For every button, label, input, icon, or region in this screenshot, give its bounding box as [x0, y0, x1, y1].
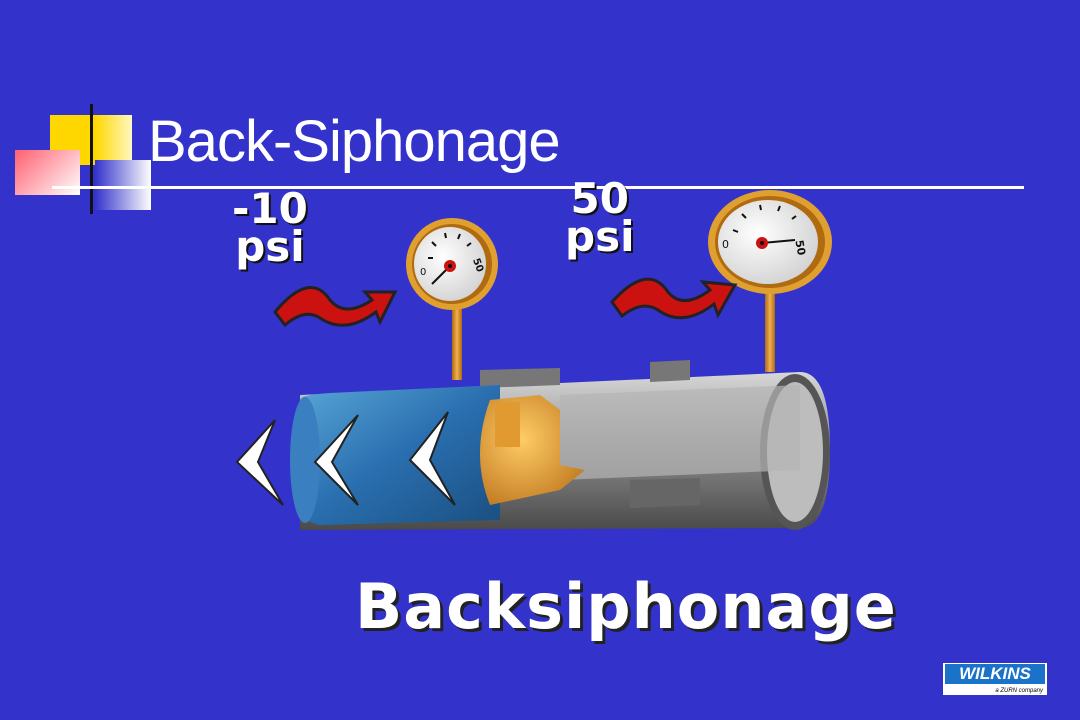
wilkins-logo: WILKINS a ZURN company: [943, 663, 1047, 695]
chevron-left-icon: [313, 414, 359, 506]
gauge-1-stem: [452, 300, 462, 380]
gauge-2-dial-min-label: 0: [722, 238, 729, 251]
title-vertical-rule: [90, 104, 93, 214]
flow-direction-chevrons: [235, 411, 456, 506]
title-underline: [52, 186, 1024, 189]
gauge-2-dial-max-label: 50: [792, 239, 808, 257]
gauge-1-pressure-label: -10 psi: [232, 184, 308, 271]
gauge-2-pressure-label: 50 psi: [565, 174, 635, 261]
slide-title: Back-Siphonage: [148, 109, 561, 174]
gauge-2-pressure-unit: psi: [565, 211, 635, 261]
logo-tagline: a ZURN company: [995, 688, 1043, 694]
title-bullet-blue-square: [95, 160, 151, 210]
gauge-1-pointer-arrow: [273, 286, 398, 328]
gauge-1-dial-max-label: 50: [470, 257, 485, 274]
gauge-1-dial-min-label: 0: [420, 267, 426, 278]
gauge-2-stem: [765, 290, 775, 372]
chevron-left-icon: [235, 419, 284, 506]
illustration-caption: Backsiphonage: [355, 570, 897, 643]
gauge-2-pointer-arrow: [610, 277, 738, 320]
gauge-1-pressure-value: -10: [232, 184, 308, 233]
logo-brand: WILKINS: [945, 664, 1045, 684]
gauge-1-pressure-unit: psi: [235, 221, 305, 271]
check-valve: [480, 395, 585, 505]
gauge-2-pressure-value: 50: [570, 174, 629, 223]
chevron-left-icon: [408, 411, 456, 506]
gauge-2-pressure-gauge: 50 0: [708, 190, 832, 294]
gauge-1-pressure-gauge: 50 0: [406, 218, 498, 310]
